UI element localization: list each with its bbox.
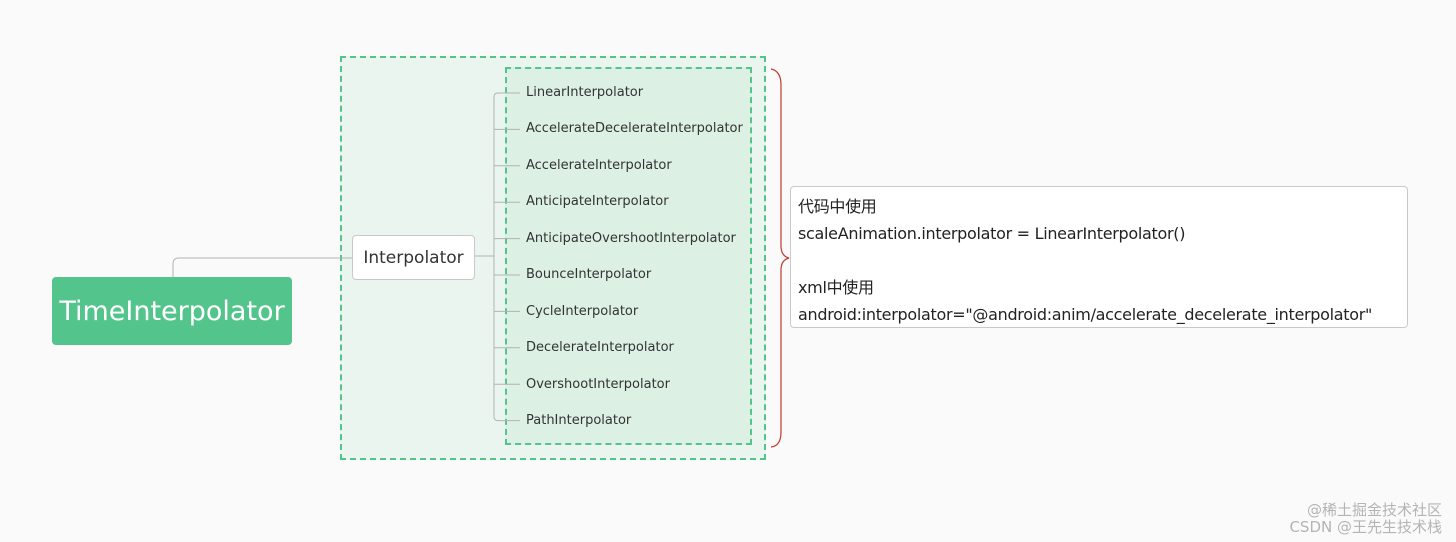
note-line: android:interpolator="@android:anim/acce… (798, 305, 1373, 324)
note-line (798, 247, 1400, 274)
leaf-node[interactable]: AnticipateOvershootInterpolator (526, 231, 736, 246)
child-node-label: Interpolator (363, 247, 464, 268)
usage-note-box[interactable]: 代码中使用 scaleAnimation.interpolator = Line… (790, 186, 1408, 328)
leaf-node[interactable]: CycleInterpolator (526, 304, 639, 319)
root-node-time-interpolator[interactable]: TimeInterpolator (52, 277, 292, 345)
brace-bracket (770, 68, 790, 448)
root-to-child-connector (172, 257, 352, 277)
root-node-label: TimeInterpolator (59, 295, 285, 327)
leaf-node[interactable]: AccelerateDecelerateInterpolator (526, 121, 743, 136)
leaf-node[interactable]: PathInterpolator (526, 413, 632, 428)
leaf-node[interactable]: AnticipateInterpolator (526, 194, 669, 209)
watermark: @稀土掘金技术社区 CSDN @王先生技术栈 (1289, 502, 1442, 536)
watermark-line-1: @稀土掘金技术社区 (1306, 501, 1442, 519)
note-line: xml中使用 (798, 278, 874, 297)
leaf-node[interactable]: OvershootInterpolator (526, 377, 670, 392)
note-line: 代码中使用 (798, 197, 877, 216)
interpolator-group-inner (505, 67, 752, 445)
leaf-spine-connector (493, 92, 499, 422)
child-node-interpolator[interactable]: Interpolator (352, 235, 475, 280)
watermark-line-2: CSDN @王先生技术栈 (1289, 518, 1442, 536)
leaf-node[interactable]: AccelerateInterpolator (526, 158, 672, 173)
leaf-node[interactable]: BounceInterpolator (526, 267, 652, 282)
leaf-node[interactable]: LinearInterpolator (526, 85, 644, 100)
leaf-node[interactable]: DecelerateInterpolator (526, 340, 674, 355)
note-line: scaleAnimation.interpolator = LinearInte… (798, 224, 1186, 243)
